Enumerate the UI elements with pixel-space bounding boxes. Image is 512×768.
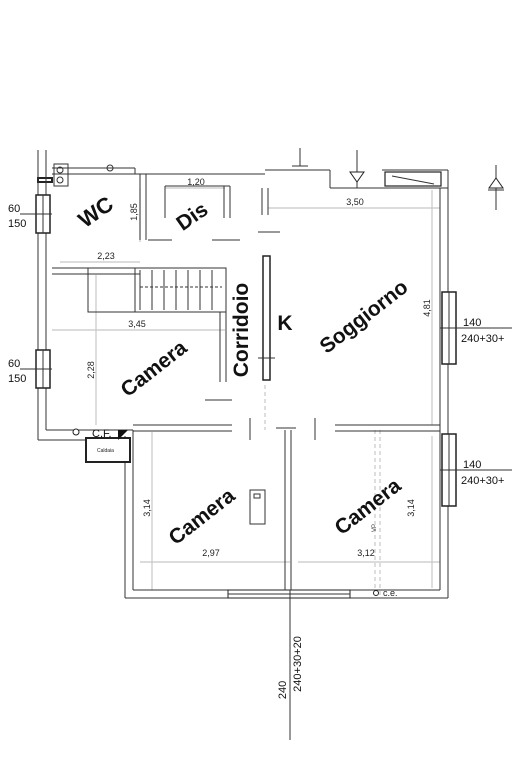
room-label-dis: Dis <box>172 198 212 236</box>
cf-marker-icon <box>118 430 128 440</box>
ce-label: c.e. <box>383 588 398 598</box>
dimension-lines <box>52 187 440 595</box>
room-label-camera-bottom-right: Camera <box>331 474 406 540</box>
window-left-top-height: 150 <box>8 218 26 230</box>
caldaia-label: Caldaia <box>97 448 114 454</box>
dim-2-28: 2,28 <box>86 361 96 379</box>
ce-marker-icon <box>373 590 379 596</box>
dim-3-14-right: 3,14 <box>406 499 416 517</box>
dim-2-97: 2,97 <box>202 548 220 558</box>
dim-1-85: 1,85 <box>129 203 139 221</box>
window-labels: 60 150 60 150 140 240+30+ 140 240+30+ 24… <box>8 203 504 699</box>
room-labels: WC Dis Corridoio K Soggiorno Camera Came… <box>74 191 413 550</box>
room-label-camera-bottom-left: Camera <box>165 484 240 550</box>
dim-3-50: 3,50 <box>346 197 364 207</box>
room-label-camera-left: Camera <box>117 336 192 402</box>
window-right-bottom-width: 140 <box>463 459 481 471</box>
window-left-mid-width: 60 <box>8 358 20 370</box>
dimension-labels: 1,20 3,50 1,85 2,23 3,45 2,28 4,81 3,14 … <box>86 177 432 558</box>
window-left-top-width: 60 <box>8 203 20 215</box>
window-right-bottom-height: 240+30+ <box>461 475 504 487</box>
vp-label: VP <box>372 524 378 532</box>
windows <box>20 148 512 507</box>
dim-3-45: 3,45 <box>128 319 146 329</box>
window-right-top-width: 140 <box>463 317 481 329</box>
exterior-walls <box>37 150 449 740</box>
room-label-k: K <box>277 312 292 335</box>
dim-3-12: 3,12 <box>357 548 375 558</box>
room-label-wc: WC <box>74 191 118 233</box>
interior-walls <box>52 174 440 590</box>
tap-marker-icon <box>72 428 80 436</box>
dim-4-81: 4,81 <box>422 299 432 317</box>
dim-1-20: 1,20 <box>187 177 205 187</box>
room-label-corridoio: Corridoio <box>230 283 253 378</box>
window-bottom-width: 240 <box>277 681 289 699</box>
cf-label: C.F. <box>92 428 112 440</box>
window-bottom-height: 240+30+20 <box>292 636 304 692</box>
dim-3-14-left: 3,14 <box>142 499 152 517</box>
window-right-top-height: 240+30+ <box>461 333 504 345</box>
window-left-mid-height: 150 <box>8 373 26 385</box>
dim-2-23: 2,23 <box>97 251 115 261</box>
room-label-soggiorno: Soggiorno <box>316 275 413 358</box>
misc-labels: C.F. Caldaia c.e. VP <box>72 428 398 598</box>
